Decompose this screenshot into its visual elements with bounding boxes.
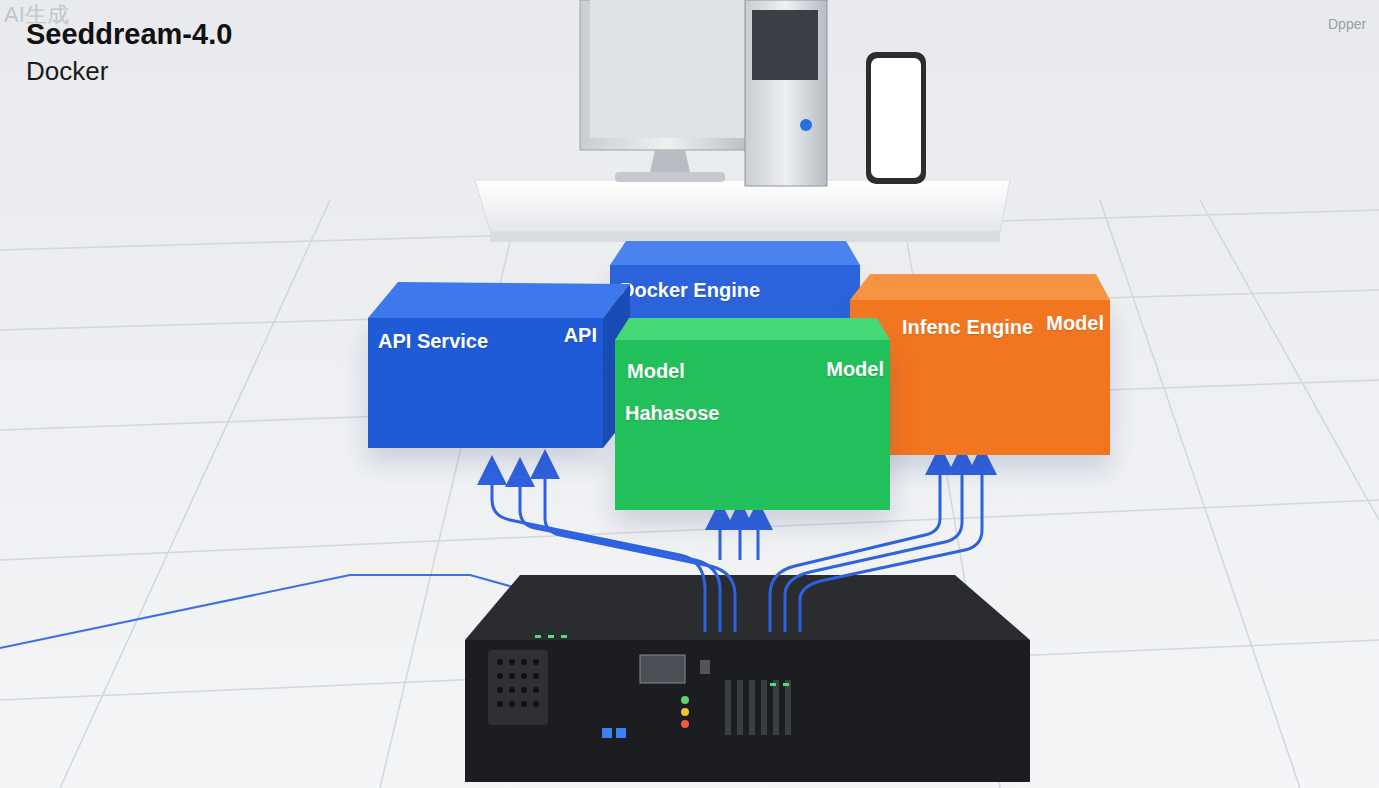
- cube-label: API: [564, 324, 597, 347]
- smartphone: [866, 52, 926, 184]
- desktop-computer: [580, 0, 827, 186]
- cube-label: Model: [826, 358, 884, 381]
- platform: [475, 180, 1010, 242]
- subtitle: Docker: [26, 56, 108, 87]
- watermark: AI生成: [4, 0, 69, 30]
- cube-label: Model: [627, 360, 685, 383]
- cube-label: Model: [1046, 312, 1104, 335]
- cube-label: API Service: [378, 330, 488, 353]
- cube-label: Infenc Engine: [902, 316, 1033, 339]
- watermark: Dpper: [1328, 16, 1366, 32]
- container-cube: Model ModelHahasose: [615, 340, 890, 510]
- cube-label: Hahasose: [625, 402, 720, 425]
- container-cube: API Service API: [368, 318, 603, 448]
- cube-label: Docker Engine: [620, 279, 760, 302]
- gpu-server: [465, 575, 1030, 782]
- floor-grid: [0, 200, 1379, 788]
